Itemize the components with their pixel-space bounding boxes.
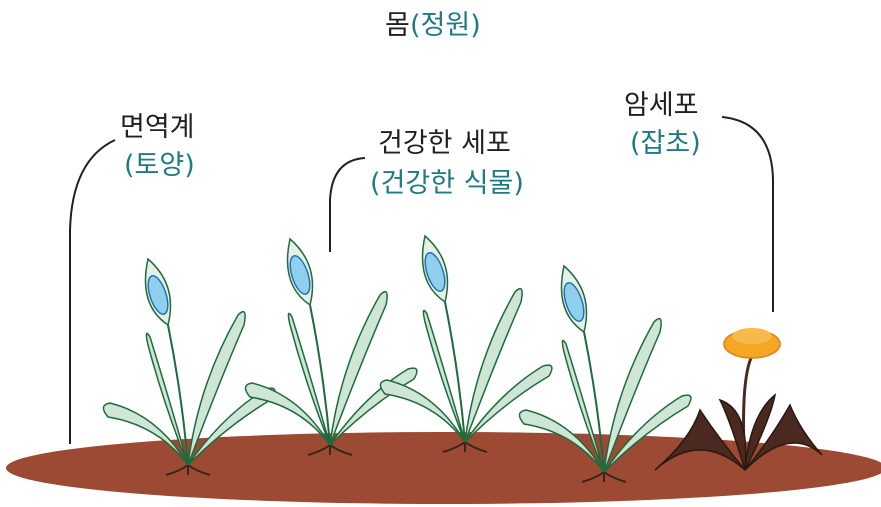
cancer-label: 암세포	[624, 90, 699, 121]
healthy-plant-2	[244, 238, 418, 456]
healthy-sub-label: (건강한 식물)	[370, 168, 524, 199]
weed-plant	[654, 328, 823, 471]
immune-sub-label: (토양)	[124, 150, 195, 181]
leader-line-immune	[69, 139, 116, 444]
leader-line-cancer	[721, 116, 774, 312]
leader-line-healthy	[329, 157, 366, 252]
immune-label: 면역계	[120, 112, 195, 143]
healthy-label: 건강한 세포	[378, 128, 511, 159]
soil	[6, 432, 881, 504]
title-main: 몸	[385, 10, 410, 41]
cancer-sub-label: (잡초)	[630, 128, 701, 159]
title-sub: (정원)	[410, 10, 481, 41]
